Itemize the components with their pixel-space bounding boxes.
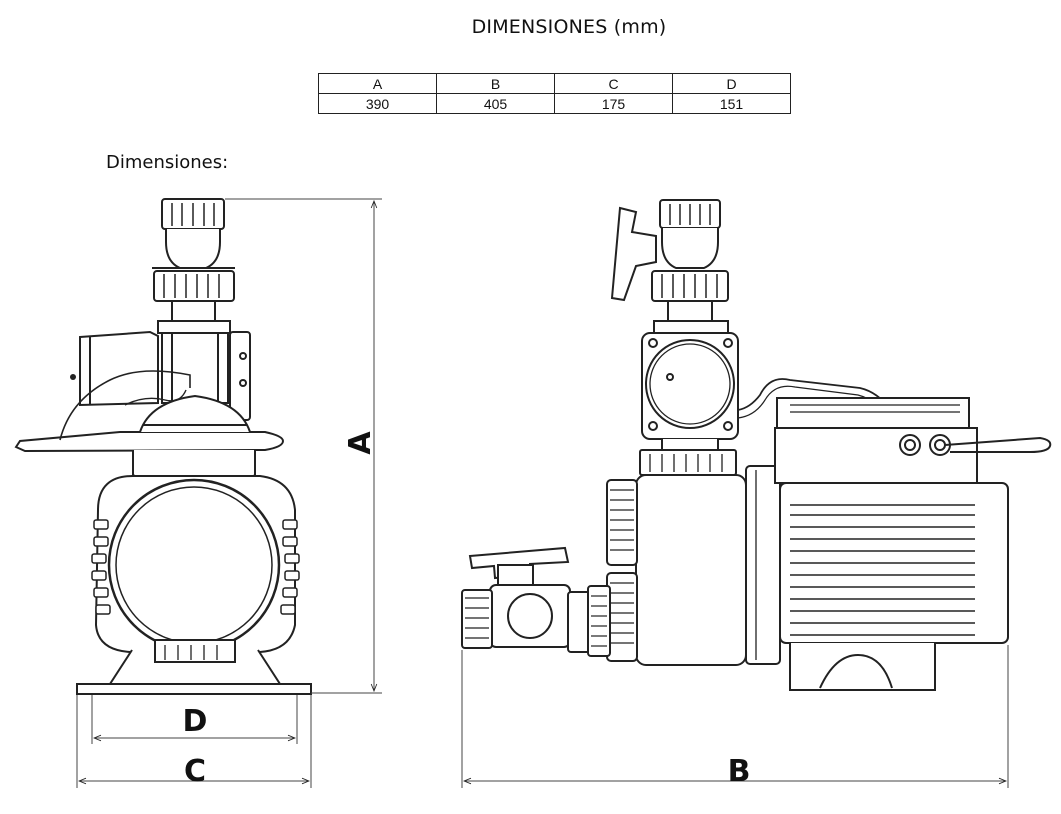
value-b: 405 [436, 93, 555, 114]
section-heading: Dimensiones: [106, 152, 229, 173]
pump-front-view [14, 198, 312, 695]
value-d: 151 [672, 93, 791, 114]
dimension-c-label: C [184, 754, 206, 789]
pump-side-view [461, 199, 1052, 691]
table-row: 390 405 175 151 [318, 93, 791, 114]
dimension-a [225, 198, 382, 694]
dimensions-table: A B C D 390 405 175 151 [318, 73, 791, 114]
dimension-c [76, 695, 312, 788]
dimension-d [91, 695, 298, 744]
dimension-b-label: B [728, 754, 751, 789]
dimension-b [461, 645, 1009, 788]
value-c: 175 [554, 93, 673, 114]
dimension-d-label: D [183, 704, 208, 739]
page-title: DIMENSIONES (mm) [471, 16, 667, 38]
value-a: 390 [318, 93, 437, 114]
dimension-a-label: A [343, 431, 378, 455]
